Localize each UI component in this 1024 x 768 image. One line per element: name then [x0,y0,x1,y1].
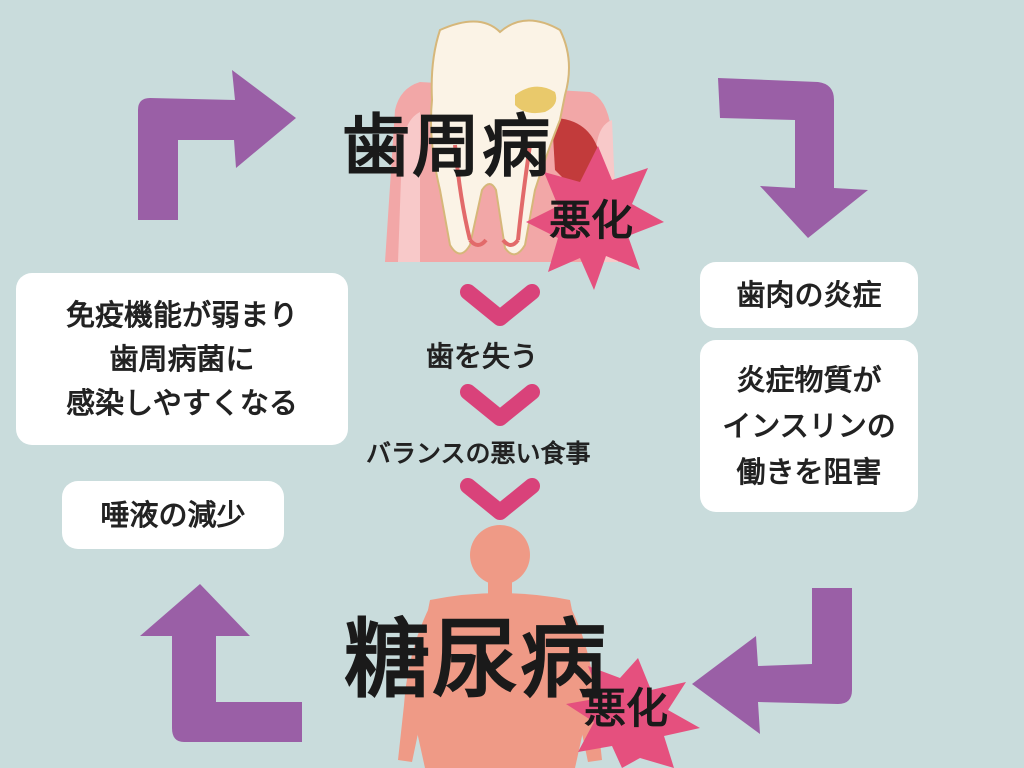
box-line: 免疫機能が弱まり [65,298,298,332]
box-line: 炎症物質が [736,363,882,397]
box-line: 働きを阻害 [736,455,882,489]
box-gum-inflammation: 歯肉の炎症 [700,262,918,328]
box-line: 歯周病菌に [109,342,255,376]
title-diabetes: 糖尿病 [344,610,608,710]
arrow-icon [140,584,302,742]
worsen-label-top: 悪化 [549,196,634,245]
box-line: 歯肉の炎症 [736,278,882,312]
box-saliva-decrease: 唾液の減少 [62,481,284,549]
box-line: 感染しやすくなる [66,386,298,420]
chevron-down-icon [460,478,540,520]
center-unbalanced-diet: バランスの悪い食事 [366,439,591,468]
burst-icon [566,658,700,768]
chevron-down-icon [460,384,540,426]
human-body-icon [398,525,602,768]
burst-icon [526,146,664,290]
box-insulin-inhibition: 炎症物質が インスリンの 働きを阻害 [700,340,918,512]
worsen-label-bottom: 悪化 [584,684,669,733]
chevron-down-icon [460,284,540,326]
box-line: インスリンの [722,409,896,443]
box-line: 唾液の減少 [100,498,246,532]
box-immune-weakened: 免疫機能が弱まり 歯周病菌に 感染しやすくなる [16,273,348,445]
arrow-icon [718,78,868,238]
arrow-icon [692,588,852,734]
center-tooth-loss: 歯を失う [426,340,539,373]
arrow-icon [138,70,296,220]
title-periodontal-disease: 歯周病 [342,108,553,187]
